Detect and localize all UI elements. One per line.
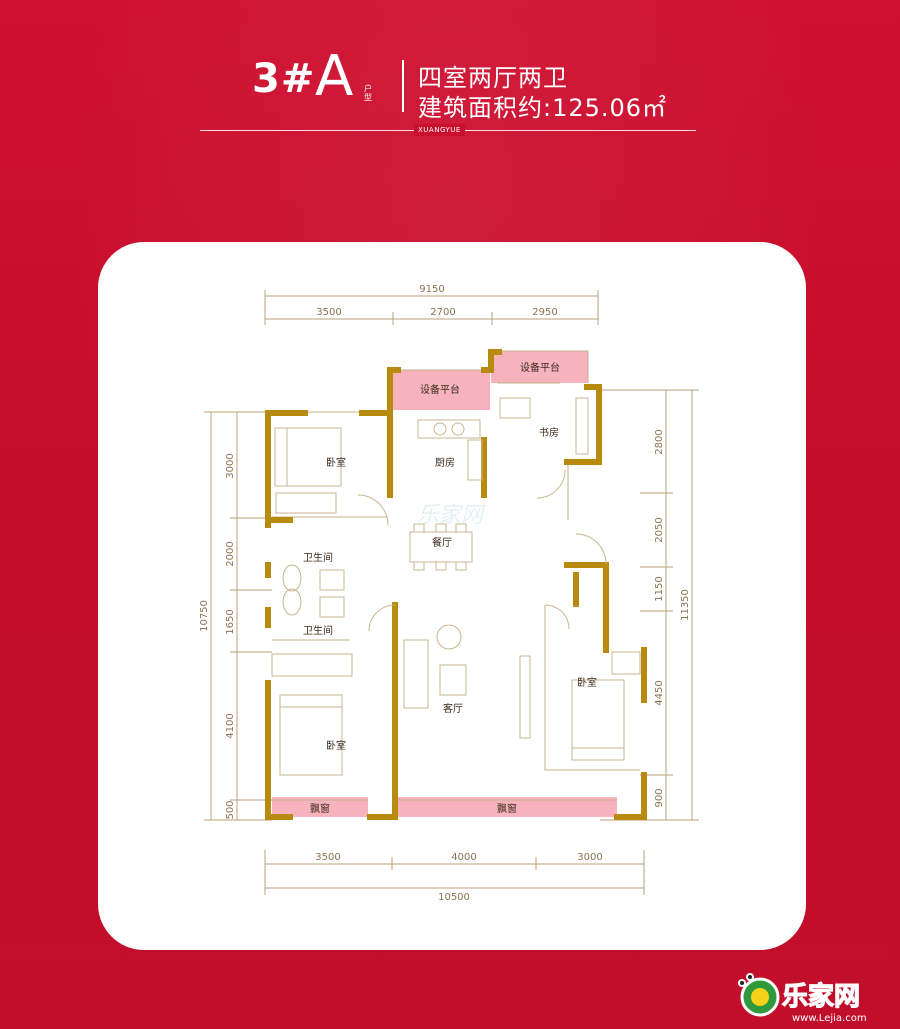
label-bath-1: 卫生间 — [303, 551, 333, 564]
sink-1 — [319, 569, 345, 591]
dim-bottom-1: 3500 — [315, 852, 340, 863]
tv-cabinet — [519, 655, 531, 739]
site-logo: 乐家网 www.Lejia.com — [728, 965, 898, 1025]
floor-plan: 9150 3500 2700 2950 3500 4000 3000 10500… — [199, 284, 699, 903]
unit-tag: 户型 — [364, 84, 372, 102]
dim-right-3: 1150 — [654, 576, 665, 601]
dim-right-2: 2050 — [654, 517, 665, 542]
dim-top-total: 9150 — [419, 284, 444, 295]
dim-right-1: 2800 — [654, 429, 665, 454]
bath-tub — [271, 653, 353, 677]
bay-window-center — [397, 797, 617, 817]
dim-bottom-2: 4000 — [451, 852, 476, 863]
interior-lines — [272, 350, 640, 801]
watermark: 乐家网 — [417, 503, 486, 528]
dim-top-2: 2700 — [430, 307, 455, 318]
dim-left-3: 1650 — [225, 609, 236, 634]
logo-text: 乐家网 — [782, 981, 860, 1012]
dim-right-4: 4450 — [654, 680, 665, 705]
dim-bottom-total: 10500 — [438, 892, 470, 903]
room-count: 四室两厅两卫 — [418, 64, 568, 92]
equip-platform-left — [390, 370, 490, 410]
coffee-table — [436, 624, 462, 650]
logo-url: www.Lejia.com — [792, 1013, 867, 1024]
bay-window-left — [272, 797, 368, 817]
label-study: 书房 — [539, 426, 559, 439]
kitchen-counter — [417, 419, 481, 439]
floor-area: 建筑面积约:125.06㎡ — [418, 94, 668, 122]
dim-right-total: 11350 — [680, 589, 691, 621]
label-bay-left: 飘窗 — [310, 802, 330, 815]
room-labels: 设备平台 设备平台 卧室 厨房 书房 餐厅 卫生间 卫生间 客厅 卧室 卧室 飘… — [303, 361, 597, 815]
dim-top-3: 2950 — [532, 307, 557, 318]
sofa — [403, 639, 429, 709]
label-dining: 餐厅 — [432, 536, 452, 549]
toilet-1 — [282, 564, 302, 592]
snail-icon — [738, 973, 780, 1017]
label-equip-right: 设备平台 — [520, 361, 560, 374]
unit-code: 3# — [252, 56, 316, 102]
label-living: 客厅 — [443, 702, 463, 715]
label-bath-2: 卫生间 — [303, 624, 333, 637]
dim-top-1: 3500 — [316, 307, 341, 318]
dim-left-total: 10750 — [199, 600, 210, 632]
walls — [265, 349, 647, 820]
label-bedroom-nw: 卧室 — [326, 456, 346, 469]
dim-right-5: 900 — [654, 788, 665, 807]
furniture — [271, 397, 641, 776]
floor-plan-card: 9150 3500 2700 2950 3500 4000 3000 10500… — [98, 242, 806, 950]
dim-left-4: 4100 — [225, 713, 236, 738]
dim-left-2: 2000 — [225, 541, 236, 566]
logo-mark: 乐家网 www.Lejia.com — [738, 973, 867, 1024]
label-bay-center: 飘窗 — [497, 802, 517, 815]
pink-zones — [272, 351, 617, 817]
dimension-lines — [204, 290, 699, 895]
label-kitchen: 厨房 — [435, 456, 455, 469]
dim-bottom-3: 3000 — [577, 852, 602, 863]
unit-letter: A — [315, 44, 354, 109]
bed-nw — [274, 427, 342, 487]
equip-platform-right — [491, 351, 588, 383]
label-equip-left: 设备平台 — [420, 383, 460, 396]
dim-left-5: 500 — [225, 800, 236, 819]
sink-2 — [319, 596, 345, 618]
brand-tag: XUANGYUE — [414, 124, 465, 136]
header-divider — [402, 60, 404, 112]
wardrobe-nw — [275, 492, 337, 514]
header: 3# A 户型 四室两厅两卫 建筑面积约:125.06㎡ XUANGYUE — [0, 0, 900, 150]
toilet-2 — [282, 588, 302, 616]
dim-left-1: 3000 — [225, 453, 236, 478]
bookshelf — [575, 397, 589, 455]
dimension-labels: 9150 3500 2700 2950 3500 4000 3000 10500… — [199, 284, 691, 903]
label-bedroom-sw: 卧室 — [326, 739, 346, 752]
label-bedroom-e: 卧室 — [577, 676, 597, 689]
